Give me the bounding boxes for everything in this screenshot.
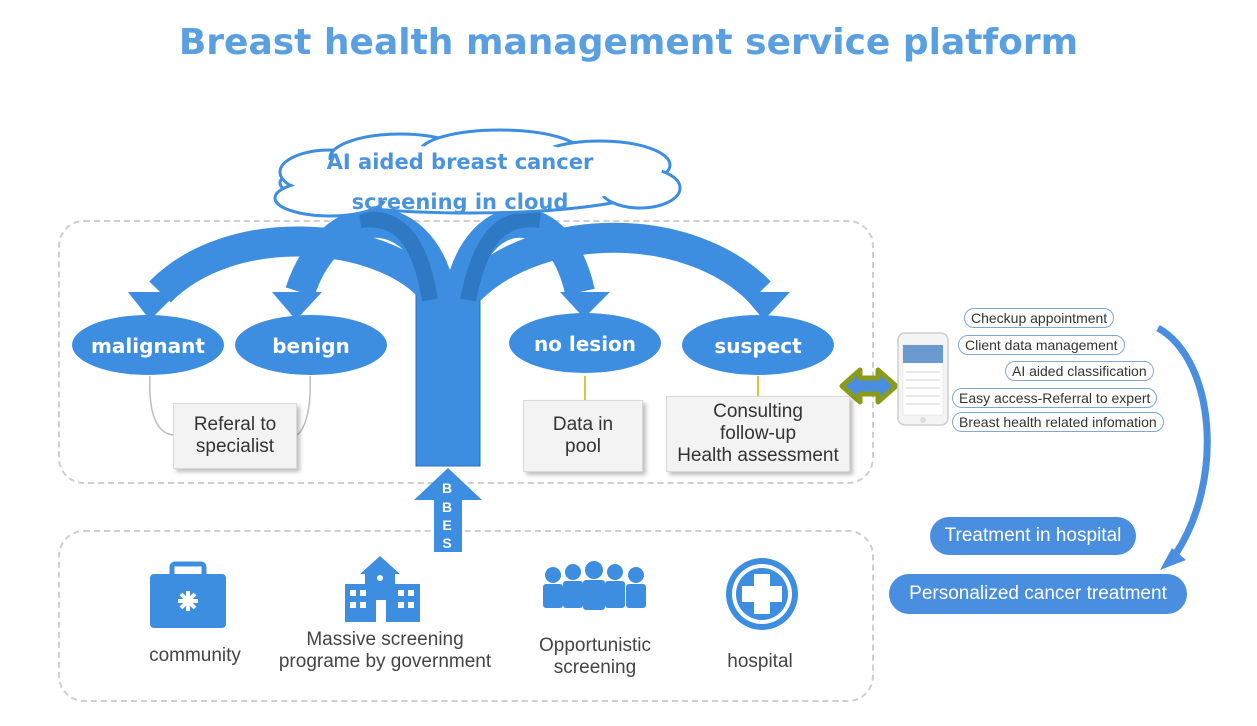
source-opportunistic-label: Opportunistic screening bbox=[515, 635, 675, 679]
branch-malignant bbox=[149, 226, 444, 303]
source-massive-screening-label: Massive screening programe by government bbox=[250, 629, 520, 673]
classification-area bbox=[58, 220, 874, 484]
arrowhead-benign bbox=[272, 292, 322, 320]
arrowhead-suspect bbox=[740, 292, 790, 320]
ellipse-benign bbox=[235, 315, 387, 375]
ellipse-malignant bbox=[72, 315, 224, 375]
note-consulting-line2: follow-up bbox=[719, 423, 797, 444]
cloud-label-line1: AI aided breast cancer bbox=[326, 150, 594, 174]
note-referral-text: Referal to specialist bbox=[193, 414, 277, 457]
cloud-label-line2: screening in cloud bbox=[351, 190, 569, 214]
connector-malignant bbox=[149, 375, 176, 436]
source-hospital-label: hospital bbox=[727, 651, 793, 672]
arrowhead-malignant bbox=[128, 292, 178, 320]
note-consulting-line3: Health assessment bbox=[677, 445, 839, 466]
ellipse-no-lesion bbox=[509, 313, 661, 373]
note-referral: Referal to specialist bbox=[173, 403, 297, 469]
note-consulting-line1: Consulting bbox=[713, 401, 803, 422]
service-checkup-appointment: Checkup appointment bbox=[964, 308, 1115, 328]
note-consulting: Consulting follow-up Health assessment bbox=[666, 396, 850, 472]
service-breast-health-info: Breast health related infomation bbox=[952, 412, 1164, 432]
connector-benign bbox=[295, 375, 311, 436]
people-group-icon bbox=[543, 561, 646, 610]
medical-kit-icon bbox=[150, 561, 226, 628]
source-massive-line1: Massive screening bbox=[306, 629, 464, 650]
note-data-pool-text: Data in pool bbox=[552, 414, 614, 457]
arrowhead-no-lesion bbox=[560, 292, 610, 318]
bbes-letter-2: B bbox=[441, 499, 453, 515]
source-massive-line2: programe by government bbox=[278, 651, 492, 672]
note-data-pool: Data in pool bbox=[523, 400, 643, 472]
smartphone-icon bbox=[897, 332, 949, 426]
category-benign: benign bbox=[272, 334, 350, 358]
services-to-treatment-arrow bbox=[1156, 324, 1211, 557]
bbes-letter-4: S bbox=[442, 535, 452, 551]
service-client-data-management: Client data management bbox=[958, 335, 1125, 355]
category-no-lesion: no lesion bbox=[533, 332, 637, 356]
personalized-cancer-treatment: Personalized cancer treatment bbox=[889, 574, 1187, 614]
bbes-arrow bbox=[414, 468, 482, 552]
government-building-icon bbox=[345, 556, 420, 622]
ellipse-suspect bbox=[682, 315, 834, 375]
page-title: Breast health management service platfor… bbox=[178, 22, 1079, 63]
service-ai-classification: AI aided classification bbox=[1005, 361, 1154, 381]
treatment-in-hospital: Treatment in hospital bbox=[930, 517, 1136, 555]
double-arrow bbox=[839, 367, 899, 405]
source-opportunistic-line1: Opportunistic bbox=[539, 635, 651, 656]
category-suspect: suspect bbox=[714, 334, 802, 358]
bbes-letter-3: E bbox=[442, 517, 452, 533]
source-community-label: community bbox=[149, 645, 241, 666]
service-referral-to-expert: Easy access-Referral to expert bbox=[952, 388, 1158, 408]
branch-suspect bbox=[459, 222, 771, 303]
source-opportunistic-line2: screening bbox=[553, 657, 637, 678]
hospital-cross-icon bbox=[726, 558, 798, 630]
screening-sources-area bbox=[58, 530, 874, 702]
bbes-trunk bbox=[415, 279, 481, 467]
category-malignant: malignant bbox=[91, 334, 205, 358]
bbes-letter-1: B bbox=[441, 480, 453, 496]
